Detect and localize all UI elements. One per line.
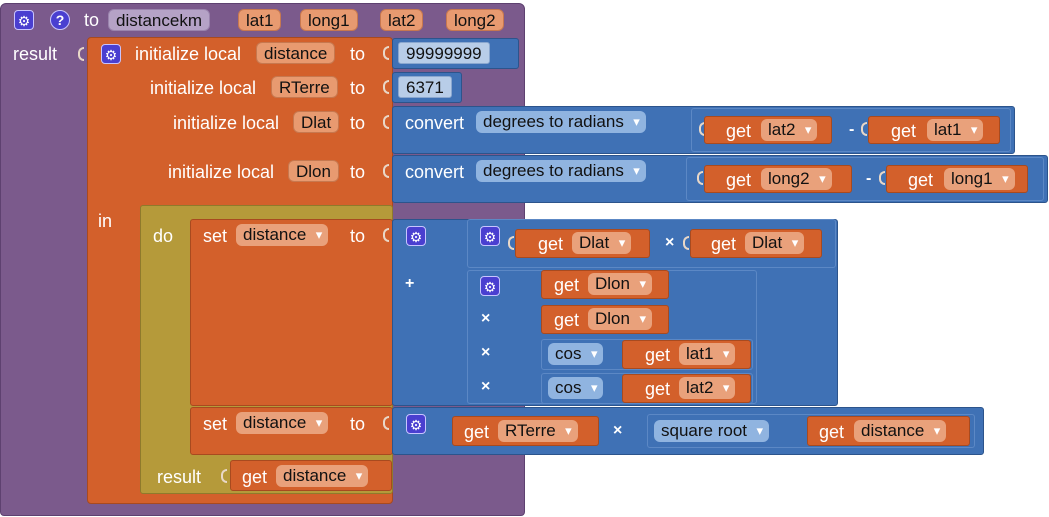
get-lat1-dropdown[interactable]: lat1 (679, 343, 736, 365)
socket-connector (383, 228, 389, 242)
socket-connector (383, 115, 389, 129)
to-label: to (350, 113, 366, 133)
gear-icon[interactable]: ⚙ (14, 10, 34, 30)
get-label: get (242, 467, 268, 487)
socket-connector (78, 47, 84, 61)
socket-connector (383, 416, 389, 430)
local-distance-name[interactable]: distance (256, 42, 336, 64)
plus-operator: + (405, 275, 415, 292)
set-block-1[interactable] (190, 219, 393, 406)
local-dlon-name[interactable]: Dlon (288, 160, 339, 182)
get-label: get (645, 345, 671, 365)
get-label: get (726, 170, 752, 190)
gear-icon[interactable]: ⚙ (101, 44, 121, 64)
get-label: get (645, 379, 671, 399)
gear-icon[interactable]: ⚙ (406, 414, 426, 434)
set-distance-dropdown[interactable]: distance (236, 224, 329, 246)
get-long2-dropdown[interactable]: long2 (761, 168, 832, 190)
convert-mode-dropdown[interactable]: degrees to radians (476, 111, 646, 133)
set-label: set (203, 226, 228, 246)
param-long1[interactable]: long1 (300, 9, 358, 31)
socket-connector (699, 122, 705, 136)
procedure-name-field[interactable]: distancekm (108, 9, 210, 31)
in-label: in (98, 211, 113, 231)
get-label: get (554, 310, 580, 330)
socket-connector (508, 236, 514, 250)
init-local-label: initialize local (135, 44, 242, 64)
to-label: to (350, 162, 366, 182)
socket-connector (383, 164, 389, 178)
param-lat2[interactable]: lat2 (380, 9, 424, 31)
cos-dropdown[interactable]: cos (548, 377, 604, 399)
param-long2[interactable]: long2 (446, 9, 504, 31)
gear-icon[interactable]: ⚙ (480, 226, 500, 246)
to-label: to (350, 78, 366, 98)
socket-connector (879, 171, 885, 185)
socket-connector (683, 236, 689, 250)
get-distance-dropdown[interactable]: distance (854, 420, 947, 442)
result-label: result (157, 467, 202, 487)
init-local-label: initialize local (150, 78, 257, 98)
get-label: get (464, 422, 490, 442)
number-rterre-value[interactable]: 6371 (398, 76, 452, 98)
gear-icon[interactable]: ⚙ (480, 276, 500, 296)
gear-icon[interactable]: ⚙ (406, 226, 426, 246)
convert-label: convert (405, 162, 465, 182)
minus-operator: - (866, 170, 872, 187)
param-lat1[interactable]: lat1 (238, 9, 282, 31)
do-label: do (153, 226, 174, 246)
local-rterre-name[interactable]: RTerre (271, 76, 338, 98)
socket-connector (697, 171, 703, 185)
init-local-label: initialize local (173, 113, 280, 133)
get-distance-dropdown[interactable]: distance (276, 465, 369, 487)
socket-connector (861, 122, 867, 136)
to-label: to (84, 10, 100, 30)
get-rterre-dropdown[interactable]: RTerre (498, 420, 578, 442)
socket-connector (383, 46, 389, 60)
to-label: to (350, 414, 366, 434)
set-distance-dropdown[interactable]: distance (236, 412, 329, 434)
init-local-label: initialize local (168, 162, 275, 182)
convert-label: convert (405, 113, 465, 133)
socket-connector (221, 469, 227, 483)
sqrt-dropdown[interactable]: square root (654, 420, 769, 442)
get-label: get (538, 234, 564, 254)
result-label: result (13, 44, 58, 64)
socket-connector (383, 80, 389, 94)
times-operator: × (665, 234, 675, 251)
get-label: get (726, 121, 752, 141)
cos-dropdown[interactable]: cos (548, 343, 604, 365)
get-label: get (891, 121, 917, 141)
to-label: to (350, 44, 366, 64)
help-icon[interactable]: ? (50, 10, 70, 30)
get-label: get (554, 275, 580, 295)
get-dlon-dropdown[interactable]: Dlon (588, 273, 652, 295)
times-operator: × (613, 422, 623, 439)
times-operator: × (481, 310, 491, 327)
get-lat2-dropdown[interactable]: lat2 (679, 377, 736, 399)
get-long1-dropdown[interactable]: long1 (944, 168, 1015, 190)
times-operator: × (481, 344, 491, 361)
get-label: get (908, 170, 934, 190)
get-dlat-dropdown[interactable]: Dlat (572, 232, 632, 254)
convert-mode-dropdown[interactable]: degrees to radians (476, 160, 646, 182)
get-dlon-dropdown[interactable]: Dlon (588, 308, 652, 330)
get-label: get (819, 422, 845, 442)
number-distance-value[interactable]: 99999999 (398, 42, 490, 64)
get-lat2-dropdown[interactable]: lat2 (761, 119, 818, 141)
get-label: get (711, 234, 737, 254)
set-label: set (203, 414, 228, 434)
get-dlat-dropdown[interactable]: Dlat (745, 232, 805, 254)
get-lat1-dropdown[interactable]: lat1 (927, 119, 984, 141)
minus-operator: - (849, 121, 855, 138)
local-dlat-name[interactable]: Dlat (293, 111, 340, 133)
times-operator: × (481, 378, 491, 395)
to-label: to (350, 226, 366, 246)
